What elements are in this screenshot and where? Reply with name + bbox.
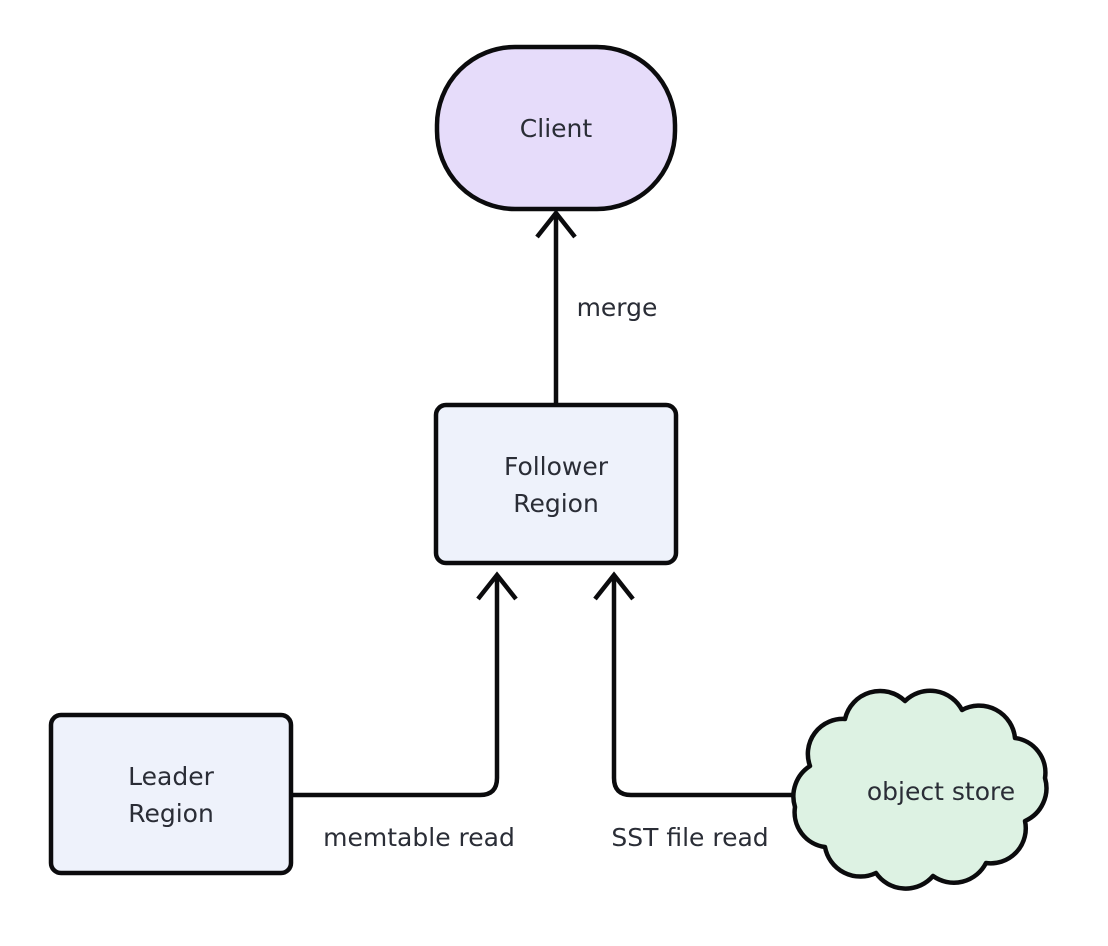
object-store-label: object store	[867, 777, 1015, 806]
client-shape	[434, 44, 678, 212]
arrow-head-merge	[535, 209, 577, 239]
leader-region-shape	[48, 712, 294, 876]
node-follower-region[interactable]: Follower Region	[433, 402, 679, 566]
node-leader-region[interactable]: Leader Region	[48, 712, 294, 876]
node-object-store[interactable]: object store	[791, 688, 1049, 891]
client-label: Client	[520, 114, 593, 143]
follower-region-label-line1: Follower	[504, 452, 609, 481]
edge-label-merge: merge	[577, 293, 658, 322]
follower-region-label-line2: Region	[513, 489, 599, 518]
arrow-head-memtable-read	[476, 571, 518, 601]
edge-leader-to-follower	[293, 571, 518, 798]
node-client[interactable]: Client	[434, 44, 678, 212]
edge-line-memtable-read	[293, 578, 500, 798]
edge-follower-to-client	[535, 209, 577, 405]
arrow-head-sst-file-read	[593, 571, 635, 601]
edge-label-sst-file-read: SST file read	[611, 823, 768, 852]
leader-region-label-line2: Region	[128, 799, 214, 828]
edge-line-sst-file-read	[611, 578, 818, 798]
edge-label-memtable-read: memtable read	[323, 823, 515, 852]
object-store-cloud-shape	[791, 688, 1049, 891]
edge-labels: merge memtable read SST file read	[323, 293, 768, 852]
edge-store-to-follower	[593, 571, 818, 798]
follower-region-shape	[433, 402, 679, 566]
leader-region-label-line1: Leader	[128, 762, 214, 791]
